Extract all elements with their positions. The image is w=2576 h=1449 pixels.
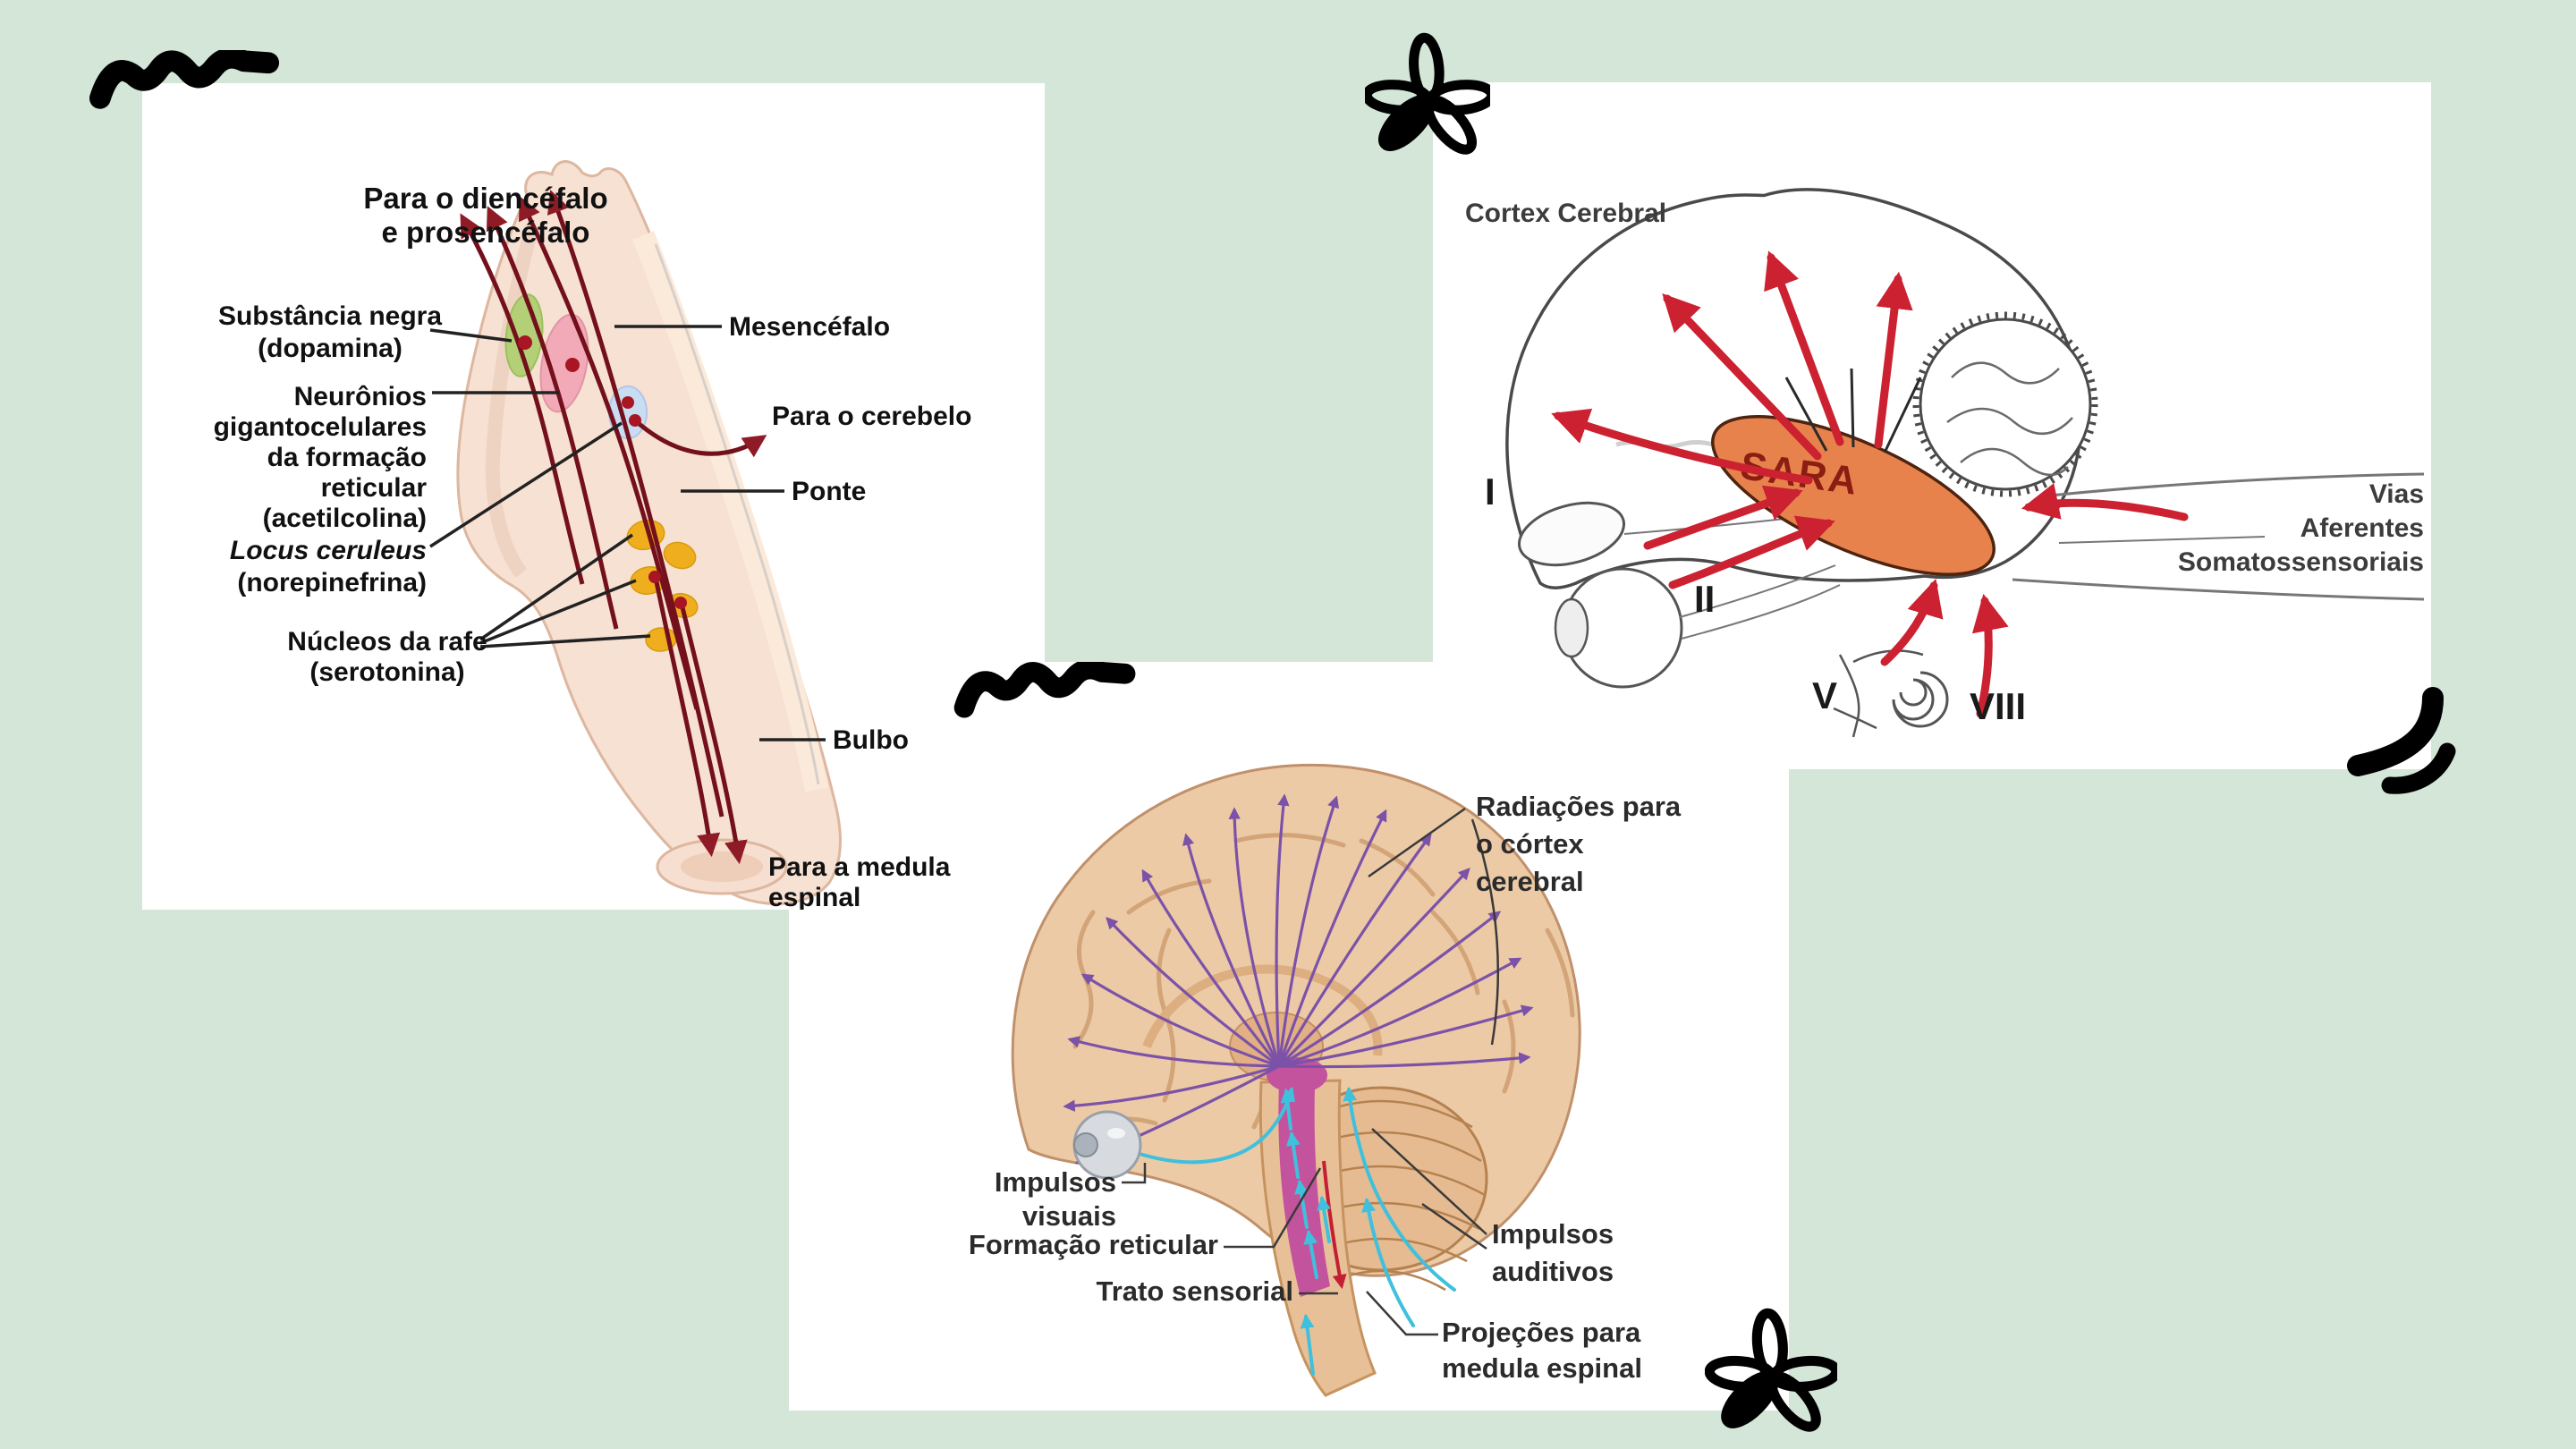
pons-label: Ponte (792, 477, 866, 506)
gigantocellular-label-line4: reticular (321, 473, 428, 503)
vias-label-line3: Somatossensoriais (2178, 547, 2424, 577)
mesencephalon-label: Mesencéfalo (729, 312, 890, 342)
gigantocellular-label-line3: da formação (267, 443, 427, 472)
ascending-tracts (460, 190, 724, 818)
cranial-nerve-viii-label: VIII (1970, 685, 2026, 727)
cranial-nerve-v-label: V (1812, 674, 1837, 716)
auditory-impulses-label-line2: auditivos (1492, 1256, 1614, 1287)
substantia-nigra-label-line2: (dopamina) (258, 334, 402, 363)
cortical-radiation-arrows (1063, 793, 1534, 1165)
sara-panel-labels: Cortex Cerebral Vias Aferentes Somatosse… (1465, 199, 2424, 727)
cerebellar-branch-arrow (633, 419, 767, 458)
substantia-nigra-label-line1: Substância negra (218, 301, 442, 331)
to-spinal-label-line2: espinal (768, 883, 860, 910)
cranial-nerve-i-label: I (1485, 470, 1496, 513)
brainstem-sketch-lines (2012, 472, 2425, 601)
gigantocellular-label-line1: Neurônios (294, 382, 427, 411)
sara-arousal-diagram: SARA Cortex Cerebral Vias (1465, 188, 2425, 738)
arousal-arrows (1551, 250, 2189, 718)
brainstem-systems-diagram: Para o diencéfalo e prosencéfalo Substân… (214, 160, 972, 910)
spinal-projections-label-line2: medula espinal (1442, 1352, 1642, 1384)
to-spinal-label-line1: Para a medula (768, 852, 951, 882)
eye-illustration (1072, 1110, 1142, 1180)
cerebellum-sketch (1912, 311, 2098, 497)
flower-doodle-icon (1365, 32, 1490, 155)
locus-ceruleus-label-line1: Locus ceruleus (230, 536, 427, 565)
flower-doodle-icon (1705, 1308, 1837, 1432)
gigantocellular-label-line5: (acetilcolina) (263, 504, 427, 533)
visual-impulses-label-line1: Impulsos (995, 1166, 1116, 1198)
cochlea-sketch (1892, 671, 1949, 728)
to-cerebellum-label: Para o cerebelo (772, 402, 971, 431)
medulla-label: Bulbo (833, 725, 909, 755)
to-diencephalon-label-line1: Para o diencéfalo (363, 182, 607, 215)
reticular-formation-label: Formação reticular (969, 1229, 1218, 1260)
ascending-cyan-arrows (1138, 1086, 1456, 1376)
brainstem-panel-labels: Para o diencéfalo e prosencéfalo Substân… (214, 182, 972, 910)
raphe-label-line1: Núcleos da rafe (287, 627, 487, 657)
midline-contour (654, 243, 820, 785)
left-shading-band (485, 224, 539, 578)
auditory-impulses-label-line1: Impulsos (1492, 1218, 1614, 1250)
brainstem-systems-panel: Para o diencéfalo e prosencéfalo Substân… (142, 83, 1045, 910)
spinal-projections-label-line1: Projeções para (1442, 1317, 1641, 1348)
medulla-opening-inner (681, 852, 763, 882)
sara-arousal-panel: SARA Cortex Cerebral Vias (1433, 82, 2431, 769)
dorsal-light-band (631, 231, 828, 792)
raphe-label-line2: (serotonina) (309, 657, 464, 687)
locus-ceruleus-label-line2: (norepinefrina) (237, 568, 427, 597)
cortex-cerebral-label: Cortex Cerebral (1465, 199, 1666, 228)
reticular-panel-labels: Radiações para o córtex cerebral Impulso… (969, 791, 1682, 1384)
label-leader-lines (429, 325, 826, 741)
squiggle-doodle-icon (953, 662, 1136, 718)
radiations-label-line1: Radiações para (1476, 791, 1682, 822)
trigeminal-nerve-sketch (1833, 649, 1924, 738)
label-connector-lines (1122, 807, 1499, 1336)
radiations-label-line3: cerebral (1476, 866, 1584, 897)
to-diencephalon-label-line2: e prosencéfalo (382, 216, 590, 249)
squiggle-doodle-icon (89, 50, 280, 109)
sensory-tract-label: Trato sensorial (1096, 1275, 1293, 1307)
cranial-nerve-ii-label: II (1694, 578, 1715, 620)
radiations-label-line2: o córtex (1476, 828, 1584, 860)
swoosh-doodle-icon (2347, 687, 2456, 794)
reticular-radiations-diagram: Radiações para o córtex cerebral Impulso… (969, 763, 1682, 1397)
vias-label-line2: Aferentes (2301, 513, 2424, 543)
vias-label-line1: Vias (2369, 479, 2424, 509)
sara-converge-lines (1784, 368, 1922, 453)
visual-impulses-label-line2: visuais (1022, 1200, 1116, 1232)
reticular-radiations-panel: Radiações para o córtex cerebral Impulso… (789, 662, 1789, 1411)
gigantocellular-label-line2: gigantocelulares (214, 412, 427, 442)
nucleus-dots (518, 335, 687, 609)
corpus-callosum-arc (1142, 964, 1383, 1056)
spinal-projection-arrow (1322, 1160, 1347, 1290)
descending-tracts (652, 572, 748, 865)
